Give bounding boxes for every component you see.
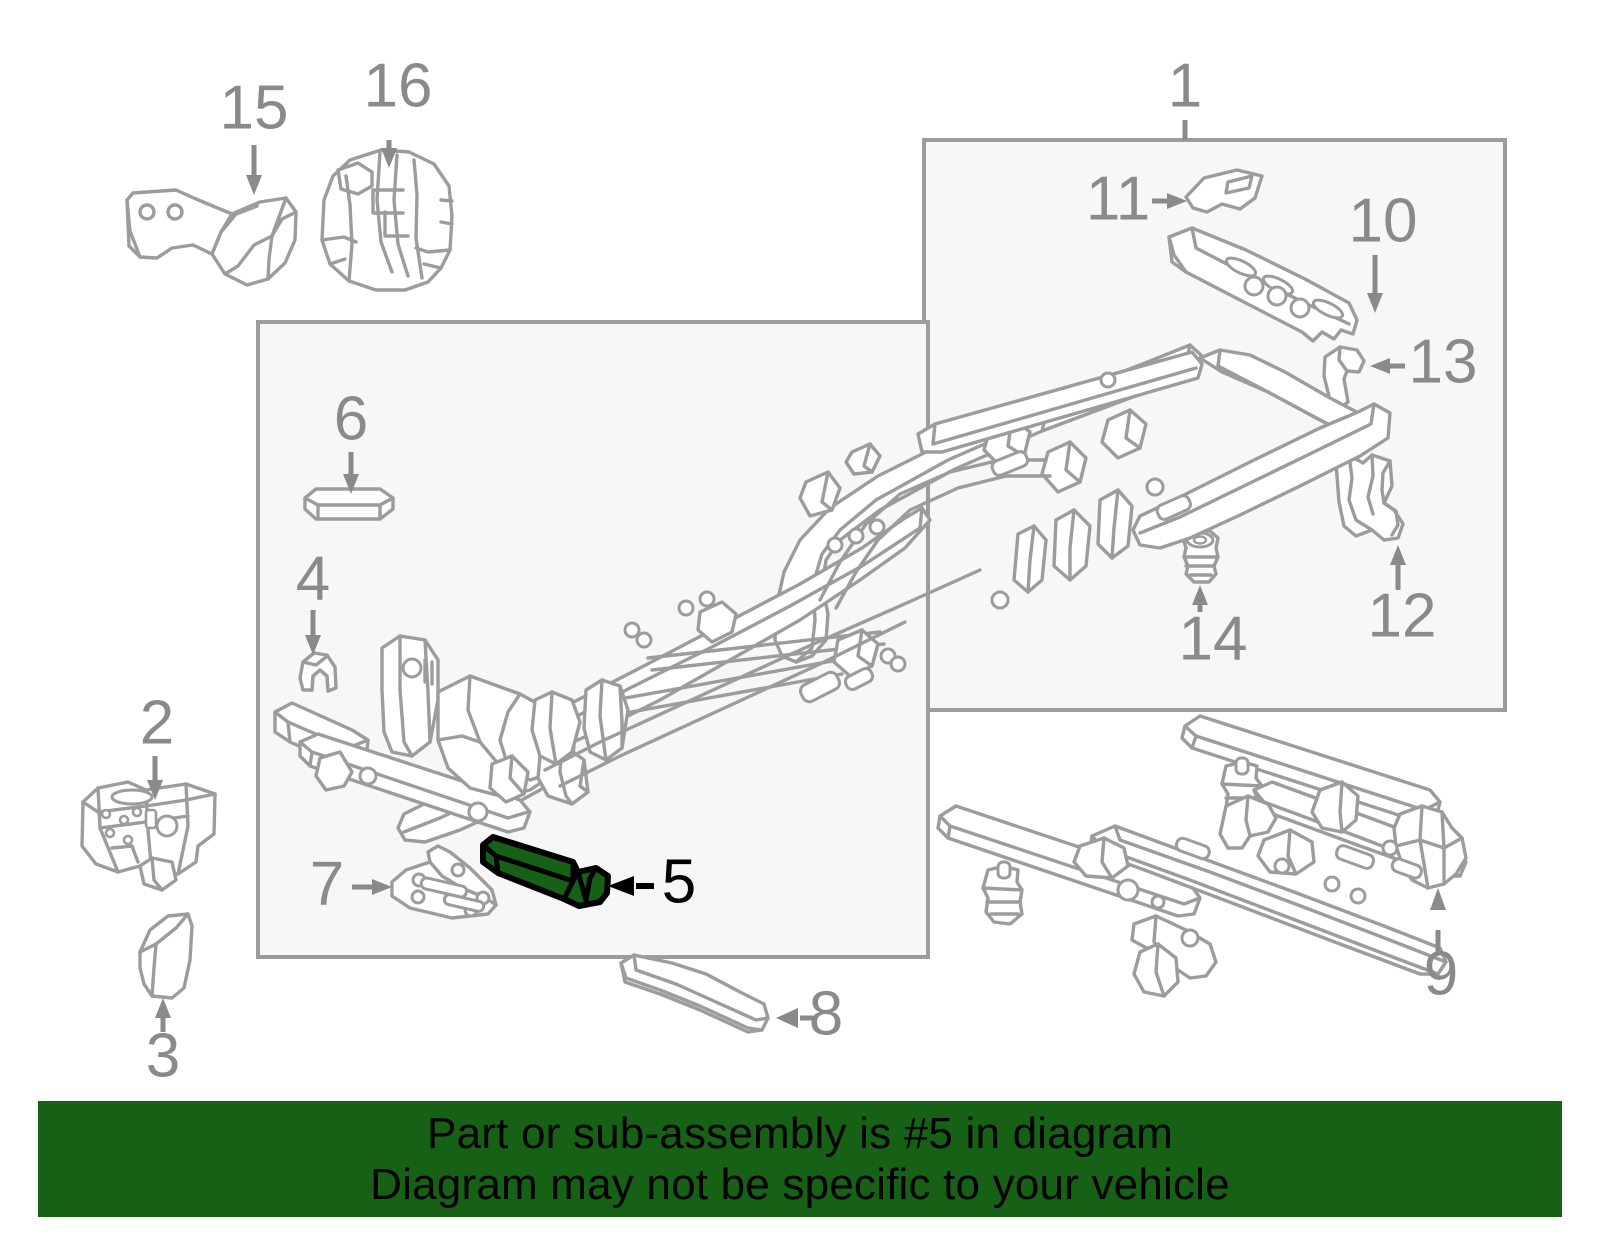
part-6-shape [303,487,395,521]
arrowhead-14 [1192,585,1208,605]
part-14-shape [1181,529,1220,584]
callout-label-6: 6 [334,384,368,453]
banner-line-1: Part or sub-assembly is #5 in diagram [427,1108,1173,1158]
part-7-shape [390,844,498,920]
callout-label-7: 7 [310,849,344,918]
part-2-shape [80,780,217,892]
arrowhead-2 [147,780,163,800]
part-15-shape [125,188,298,287]
arrowhead-16 [381,148,397,168]
arrowhead-13 [1370,358,1390,374]
callout-label-8: 8 [809,979,843,1048]
arrowhead-7 [372,879,392,895]
arrowhead-5 [608,876,634,896]
arrowhead-8 [776,1008,798,1028]
callout-label-12: 12 [1368,581,1437,650]
callout-label-13: 13 [1409,327,1478,396]
callout-label-9: 9 [1424,939,1458,1008]
banner-line-2: Diagram may not be specific to your vehi… [370,1160,1230,1209]
callout-label-14: 14 [1179,604,1248,673]
arrowhead-4 [305,635,321,655]
part-13-shape [1322,345,1366,410]
main-frame-assembly [273,343,1392,844]
callout-label-4: 4 [296,544,330,613]
arrowhead-6 [343,474,359,494]
callout-label-16: 16 [364,51,433,120]
arrowhead-12 [1390,545,1406,565]
part-4-shape [298,651,338,693]
callout-label-3: 3 [146,1021,180,1090]
callout-label-10: 10 [1349,186,1418,255]
part-5-shape-highlighted [480,834,611,909]
callout-label-5: 5 [662,847,696,916]
callout-label-15: 15 [220,73,289,142]
part-12-shape [1334,453,1405,542]
part-8-shape [619,953,770,1034]
arrowhead-3 [155,998,171,1018]
part-16-shape [320,148,454,292]
callout-label-2: 2 [140,688,174,757]
part-10-shape [1167,226,1359,343]
callout-label-1: 1 [1168,51,1202,120]
arrowhead-11 [1167,193,1187,209]
part-9-shape [936,714,1468,998]
callout-label-11: 11 [1086,164,1150,233]
arrowhead-15 [246,175,262,195]
part-11-shape [1184,168,1264,214]
arrowhead-9 [1430,888,1446,910]
status-banner: Part or sub-assembly is #5 in diagram Di… [38,1101,1562,1217]
arrowhead-10 [1367,293,1383,313]
part-3-shape [138,912,194,1000]
